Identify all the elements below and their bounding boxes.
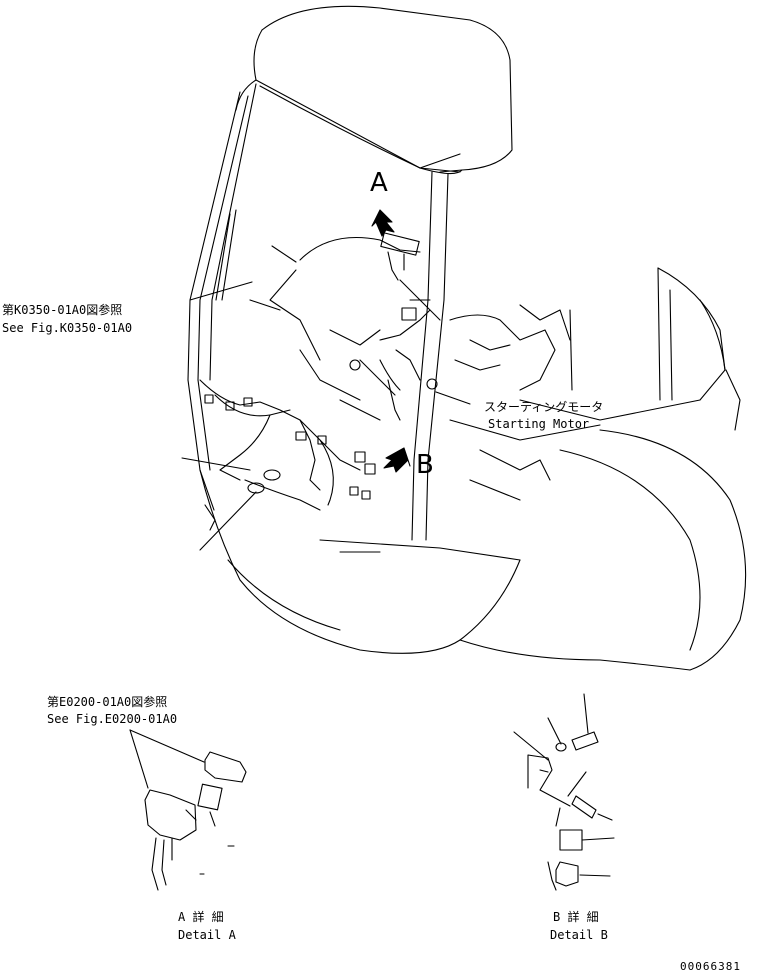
callout-letter-b: B bbox=[416, 450, 434, 480]
connector-1 bbox=[225, 401, 235, 411]
detail-b-relay bbox=[559, 829, 583, 851]
starting-motor-en: Starting Motor bbox=[488, 417, 590, 431]
right-body bbox=[657, 267, 726, 401]
detail-a-cover bbox=[204, 751, 247, 783]
ref-k0350-jp: 第K0350-01A0図参照 bbox=[2, 303, 123, 317]
leader-e0200-2 bbox=[129, 729, 205, 763]
rear-tire bbox=[599, 429, 747, 671]
leader-k0350 bbox=[189, 281, 253, 301]
drawing-number: 00066381 bbox=[680, 960, 741, 973]
detail-b-bolt-1 bbox=[571, 731, 599, 751]
grommet-1 bbox=[263, 469, 281, 481]
cab-right-post bbox=[411, 171, 433, 541]
detail-a-relay bbox=[197, 783, 223, 811]
callout-letter-a: A bbox=[370, 168, 388, 198]
connector-9 bbox=[401, 307, 417, 321]
detail-a-connector bbox=[144, 789, 197, 841]
connector-3 bbox=[295, 431, 307, 441]
connector-10 bbox=[204, 394, 214, 404]
arrow-a bbox=[371, 209, 395, 237]
detail-a-caption-jp: A 詳 細 bbox=[178, 910, 224, 924]
ref-e0200-jp: 第E0200-01A0図参照 bbox=[47, 695, 168, 709]
leader-left-2 bbox=[199, 491, 257, 551]
bolt-1 bbox=[349, 359, 361, 371]
connector-5 bbox=[354, 451, 366, 463]
lower-cowling bbox=[199, 469, 521, 654]
ref-e0200-en: See Fig.E0200-01A0 bbox=[47, 712, 178, 726]
leader-left-1 bbox=[181, 457, 251, 471]
grommet-2 bbox=[247, 482, 265, 494]
bolt-2 bbox=[426, 378, 438, 390]
connector-7 bbox=[349, 486, 359, 496]
connector-4 bbox=[317, 435, 327, 445]
detail-b-bracket bbox=[527, 754, 571, 807]
leader-starter bbox=[435, 391, 471, 405]
main-harness bbox=[199, 379, 361, 471]
detail-b-socket bbox=[555, 861, 579, 887]
starter-area bbox=[449, 314, 556, 391]
engine-block bbox=[299, 237, 421, 261]
connector-a bbox=[380, 232, 420, 256]
connector-8 bbox=[361, 490, 371, 500]
connector-2 bbox=[243, 397, 253, 407]
starting-motor-jp: スターティングモータ bbox=[484, 400, 604, 414]
detail-b-caption-en: Detail B bbox=[550, 928, 608, 942]
detail-b-bolt-2 bbox=[571, 795, 597, 819]
detail-a-caption-en: Detail A bbox=[178, 928, 236, 942]
cab-roof bbox=[261, 5, 513, 173]
detail-b-caption-jp: B 詳 細 bbox=[553, 910, 599, 924]
arrow-b bbox=[383, 447, 411, 473]
connector-6 bbox=[364, 463, 376, 475]
leader-e0200-1 bbox=[129, 729, 149, 789]
ref-k0350-en: See Fig.K0350-01A0 bbox=[2, 321, 133, 335]
cab-front-frame bbox=[187, 91, 241, 511]
